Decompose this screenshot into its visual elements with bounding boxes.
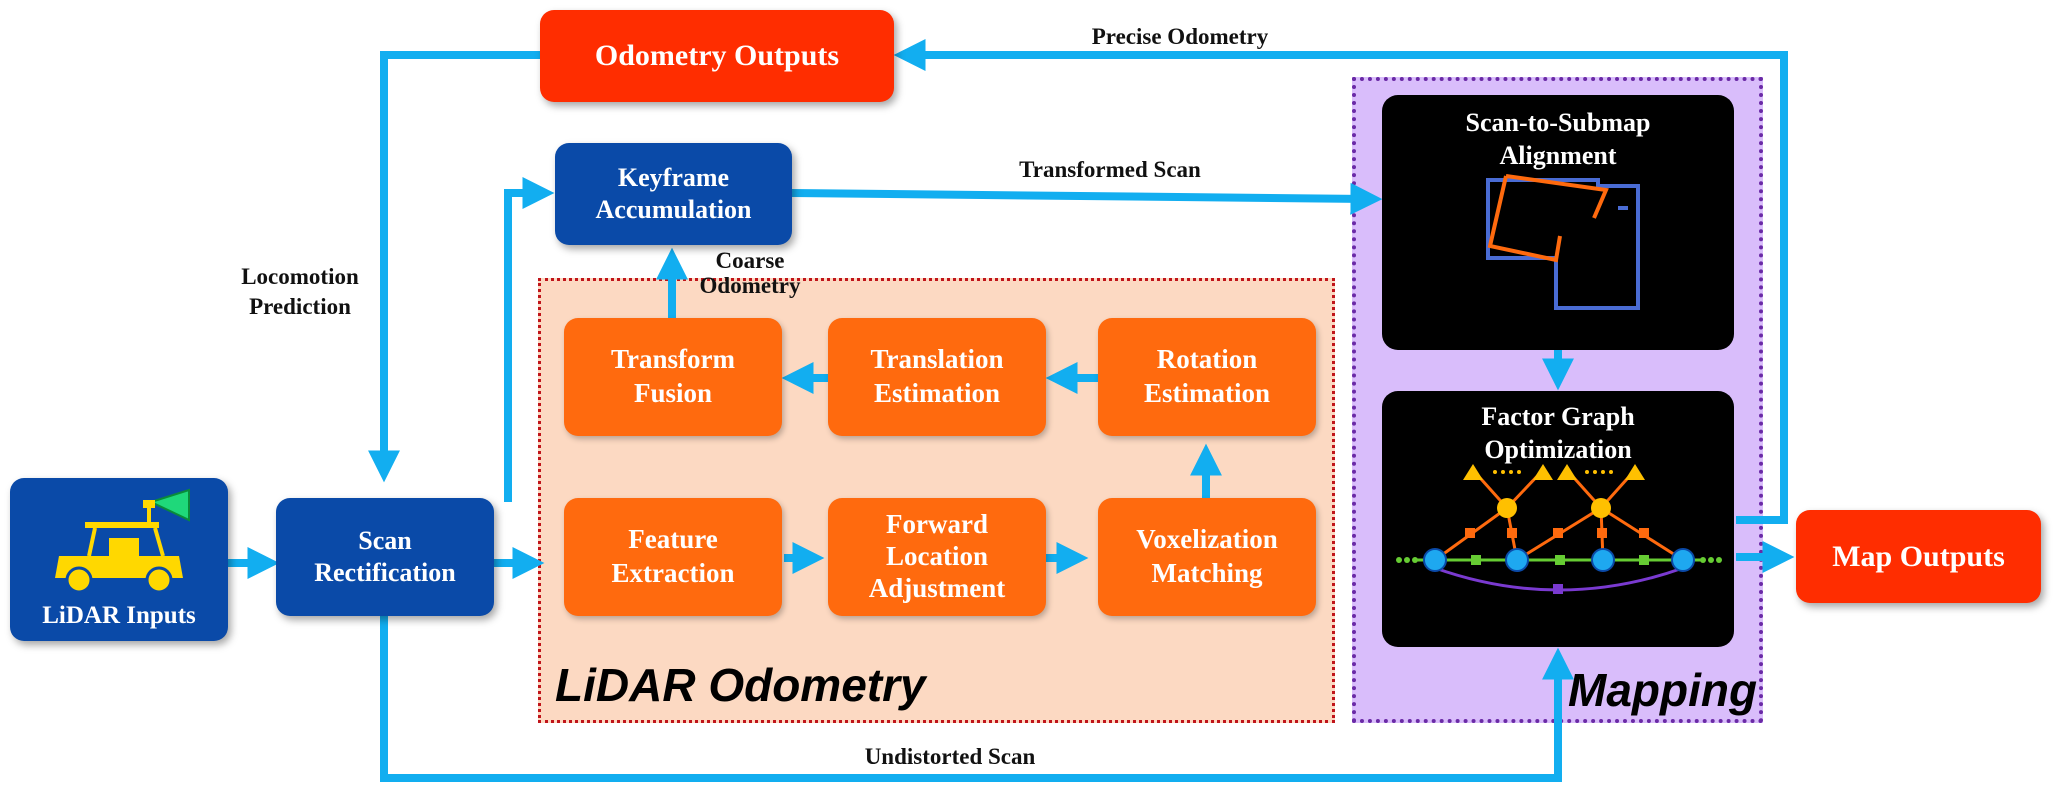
undistorted-scan-label: Undistorted Scan (864, 744, 1036, 769)
keyframe-accumulation-node: Keyframe Accumulation (555, 143, 792, 245)
transform-fusion-node: Transform Fusion (564, 318, 782, 436)
factor-graph-node: Factor Graph Optimization (1382, 391, 1734, 647)
scan-alignment-icon (1486, 174, 1640, 310)
forward-location-adjustment-node: Forward Location Adjustment (828, 498, 1046, 616)
arrow-precise-odometry (893, 39, 1788, 524)
lidar-inputs-label: LiDAR Inputs (42, 601, 196, 629)
vehicle-with-lidar-icon (55, 488, 190, 594)
locomotion-prediction-label: Locomotion Prediction (241, 264, 359, 319)
scan-to-submap-label: Scan-to-Submap Alignment (1465, 108, 1651, 170)
arrow-transformed-scan (791, 182, 1383, 215)
translation-estimation-node: Translation Estimation (828, 318, 1046, 436)
mapping-title: Mapping (1568, 664, 1758, 716)
scan-rectification-node: Scan Rectification (276, 498, 494, 616)
factor-graph-label: Factor Graph Optimization (1481, 402, 1635, 464)
lidar-odometry-title: LiDAR Odometry (555, 659, 926, 711)
transformed-scan-label: Transformed Scan (1019, 157, 1201, 182)
rotation-estimation-node: Rotation Estimation (1098, 318, 1316, 436)
arrow-undistorted-scan (380, 616, 1574, 782)
lidar-inputs-node: LiDAR Inputs (10, 478, 228, 641)
odometry-outputs-node: Odometry Outputs (540, 10, 894, 102)
arrow-rectification-to-keyframe (504, 177, 555, 502)
feature-extraction-node: Feature Extraction (564, 498, 782, 616)
map-outputs-node: Map Outputs (1796, 510, 2041, 603)
voxelization-matching-node: Voxelization Matching (1098, 498, 1316, 616)
coarse-odometry-label: Coarse Odometry (699, 248, 801, 299)
scan-to-submap-node: Scan-to-Submap Alignment (1382, 95, 1734, 350)
factor-graph-icon (1396, 464, 1722, 594)
precise-odometry-label: Precise Odometry (1091, 24, 1269, 49)
arrow-locomotion-prediction (368, 51, 540, 483)
